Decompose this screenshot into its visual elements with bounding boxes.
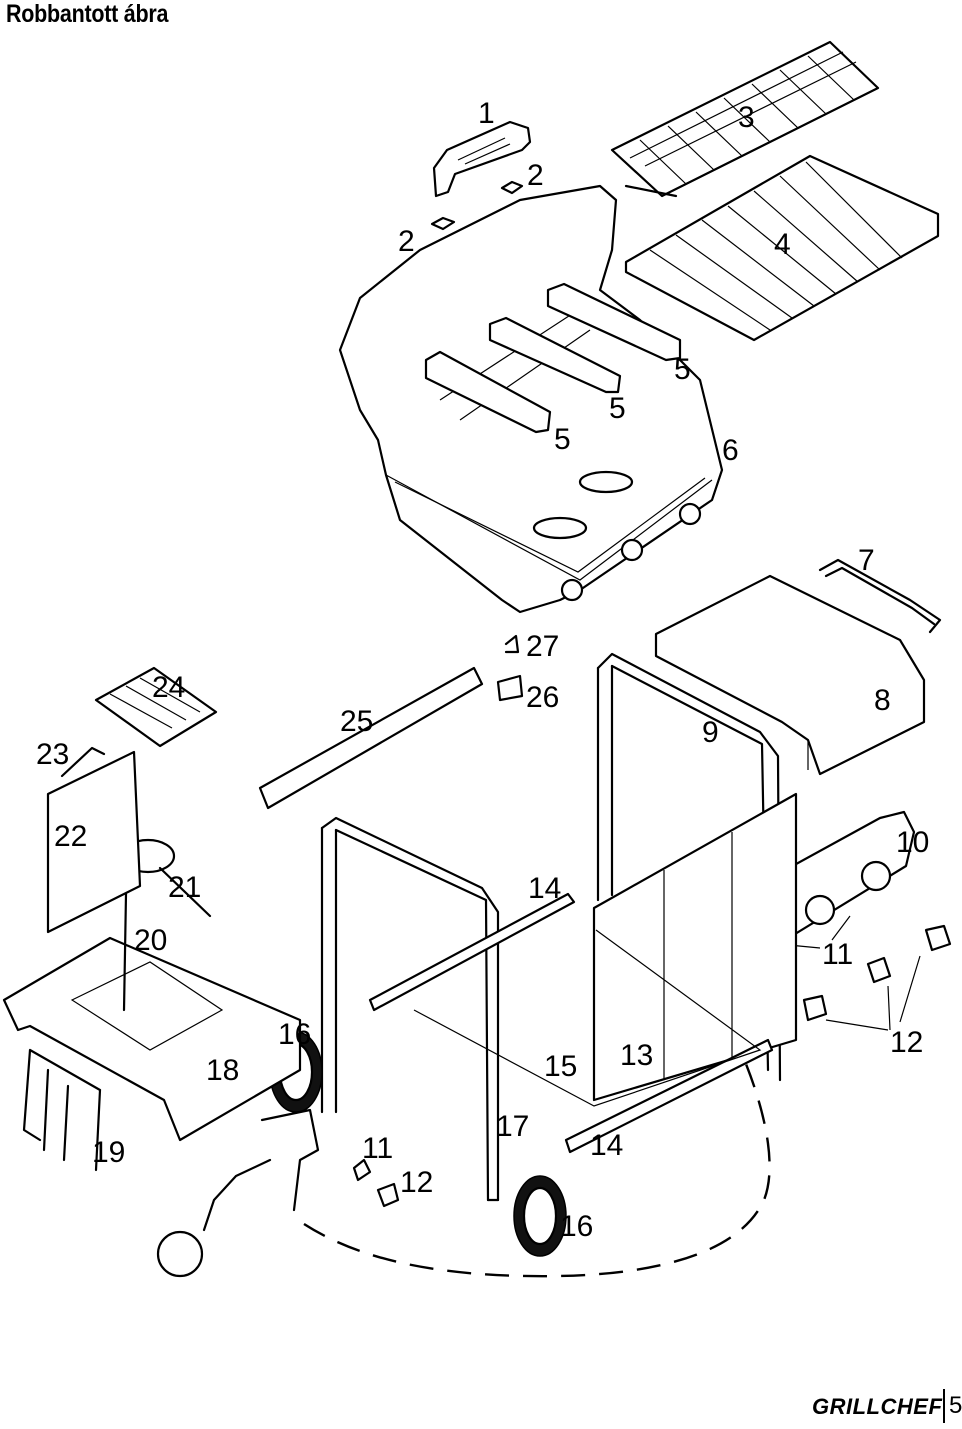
footer-divider — [943, 1389, 945, 1423]
callout-11: 11 — [822, 938, 853, 971]
callout-2: 2 — [398, 225, 415, 258]
part-regulator-hose — [156, 1108, 400, 1278]
part-bracket — [258, 666, 484, 810]
callout-22: 22 — [54, 820, 87, 853]
part-wheels — [269, 1031, 567, 1257]
callout-11: 11 — [362, 1132, 393, 1165]
callout-14: 14 — [528, 872, 561, 905]
part-side-shelf — [654, 574, 926, 776]
brand-logo: GRILLCHEF — [812, 1394, 943, 1419]
part-crossbars — [368, 892, 774, 1154]
gas-line-dashed — [303, 1063, 771, 1278]
part-firebox — [338, 184, 724, 614]
callout-labels: 1 2 2 3 4 5 5 5 6 7 8 9 10 11 11 12 12 1… — [36, 97, 929, 1243]
callout-7: 7 — [858, 544, 875, 577]
callout-13: 13 — [620, 1039, 653, 1072]
callout-21: 21 — [168, 871, 201, 904]
callout-8: 8 — [874, 684, 891, 717]
callout-25: 25 — [340, 705, 373, 738]
callout-6: 6 — [722, 434, 739, 467]
callout-16: 16 — [560, 1210, 593, 1243]
page-title: Robbantott ábra — [6, 0, 169, 28]
callout-27: 27 — [526, 630, 559, 663]
part-control-knobs — [777, 915, 952, 1031]
callout-14: 14 — [590, 1129, 623, 1162]
part-rear-panel — [592, 792, 798, 1102]
callout-12: 12 — [890, 1026, 923, 1059]
callout-5: 5 — [554, 423, 571, 456]
callout-12: 12 — [400, 1166, 433, 1199]
callout-9: 9 — [702, 716, 719, 749]
callout-16: 16 — [278, 1018, 311, 1051]
part-tool-hooks — [22, 1048, 102, 1172]
part-bottom-shelf — [413, 929, 762, 1107]
callout-1: 1 — [478, 97, 495, 130]
callout-24: 24 — [152, 671, 185, 704]
callout-5: 5 — [609, 392, 626, 425]
part-towel-bar — [818, 558, 942, 634]
part-grease-cup — [496, 634, 524, 702]
page-number: 5 — [949, 1392, 962, 1419]
callout-15: 15 — [544, 1050, 577, 1083]
part-side-burner-grate — [60, 666, 218, 778]
part-cart-frame-front — [320, 816, 500, 1202]
part-cooking-grate — [624, 154, 940, 342]
part-warming-rack — [610, 40, 880, 198]
callout-23: 23 — [36, 738, 69, 771]
callout-5: 5 — [674, 353, 691, 386]
callout-3: 3 — [738, 101, 755, 134]
callout-19: 19 — [92, 1136, 125, 1169]
callout-2: 2 — [527, 159, 544, 192]
callout-4: 4 — [774, 228, 791, 261]
callout-20: 20 — [134, 924, 167, 957]
callout-26: 26 — [526, 681, 559, 714]
part-side-burner-unit — [2, 750, 302, 1142]
callout-17: 17 — [496, 1110, 529, 1143]
part-lid-handle — [432, 120, 532, 198]
part-handle-spacers — [430, 180, 524, 231]
callout-18: 18 — [206, 1054, 239, 1087]
callout-10: 10 — [896, 826, 929, 859]
